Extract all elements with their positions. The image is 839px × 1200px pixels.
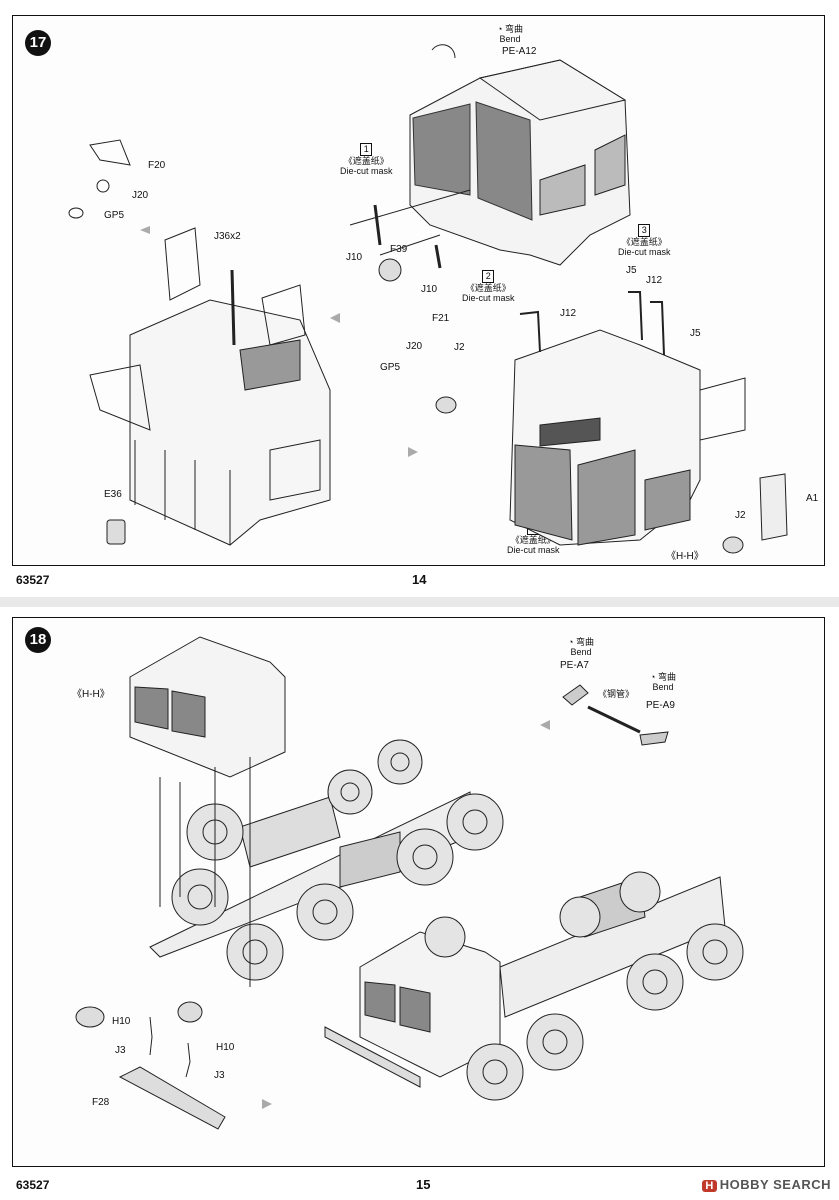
label-j20-top: J20 bbox=[132, 190, 149, 201]
label-h10-left: H10 bbox=[112, 1016, 131, 1027]
label-f28: F28 bbox=[92, 1097, 110, 1108]
label-f21: F21 bbox=[432, 313, 450, 324]
product-code-bottom: 63527 bbox=[16, 1178, 50, 1192]
bend-icon: ◔ bbox=[497, 24, 503, 34]
mask-callout-2: 2《遮盖纸》Die-cut mask bbox=[462, 270, 515, 303]
label-j2-bottom: J2 bbox=[735, 510, 746, 521]
label-hh-bottom: 《H-H》 bbox=[72, 689, 110, 700]
truck-drawing-step18 bbox=[75, 636, 744, 1130]
hobby-search-logo: H bbox=[702, 1180, 717, 1192]
label-pe-a12: PE-A12 bbox=[502, 46, 537, 57]
label-j5-right: J5 bbox=[690, 328, 701, 339]
label-f20: F20 bbox=[148, 160, 166, 171]
label-pe-a9: PE-A9 bbox=[646, 700, 675, 711]
label-j5-left: J5 bbox=[626, 265, 637, 276]
label-pe-a7: PE-A7 bbox=[560, 660, 589, 671]
mask-callout-1: 1《遮盖纸》Die-cut mask bbox=[340, 143, 393, 176]
label-a1: A1 bbox=[806, 493, 819, 504]
product-code-top: 63527 bbox=[16, 573, 50, 587]
label-j2-top: J2 bbox=[454, 342, 465, 353]
bend-icon: ◔ bbox=[568, 637, 574, 647]
step-18-badge: 18 bbox=[25, 627, 51, 653]
page-number-14: 14 bbox=[412, 572, 427, 587]
page-divider bbox=[0, 597, 839, 607]
label-h10-right: H10 bbox=[216, 1042, 235, 1053]
label-j3-right: J3 bbox=[214, 1070, 225, 1081]
label-j36: J36x2 bbox=[214, 231, 241, 242]
label-j20-mid: J20 bbox=[406, 341, 423, 352]
label-j10-left: J10 bbox=[346, 252, 363, 263]
label-gp5-top: GP5 bbox=[104, 210, 125, 221]
cab-drawing-step17 bbox=[68, 44, 788, 554]
label-f39: F39 bbox=[390, 244, 408, 255]
page-number-15: 15 bbox=[416, 1177, 431, 1192]
step-17-badge: 17 bbox=[25, 30, 51, 56]
label-j3-left: J3 bbox=[115, 1045, 126, 1056]
label-e36: E36 bbox=[104, 489, 122, 500]
label-j12-right: J12 bbox=[646, 275, 663, 286]
label-hh-top: 《H-H》 bbox=[666, 551, 704, 562]
label-gp5-mid: GP5 bbox=[380, 362, 401, 373]
mask-callout-3: 3《遮盖纸》Die-cut mask bbox=[618, 224, 671, 257]
bend-icon: ◔ bbox=[650, 672, 656, 682]
label-j10-right: J10 bbox=[421, 284, 438, 295]
label-pipe: 《钢管》 bbox=[598, 689, 635, 699]
label-j12-left: J12 bbox=[560, 308, 577, 319]
